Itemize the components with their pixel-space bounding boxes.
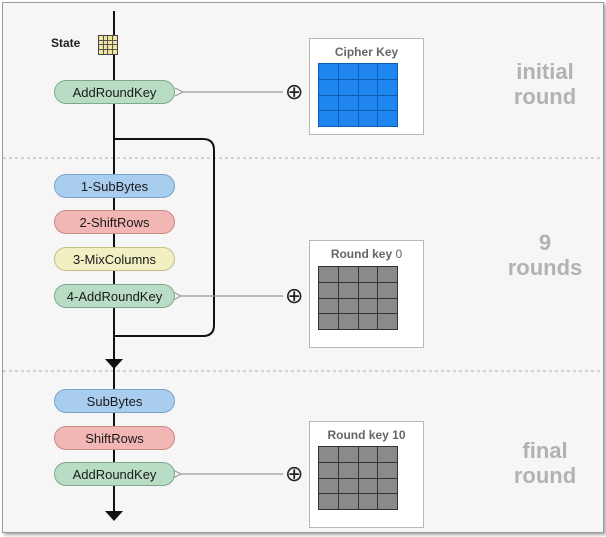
step-sub-bytes: 1-SubBytes [54,174,175,198]
round-key-0-grid [318,266,398,330]
section-label-final-line2: round [513,463,577,488]
cipher-key-box: Cipher Key [309,38,424,135]
section-label-initial-line2: round [513,84,577,109]
state-grid-icon [98,35,118,55]
loop-bracket [114,138,215,337]
step-add-round-key-initial: AddRoundKey [54,80,175,104]
section-label-final: final round [485,438,603,488]
section-label-main: 9 rounds [485,230,603,280]
cipher-key-grid [318,63,398,127]
step-shift-rows: 2-ShiftRows [54,210,175,234]
section-label-initial: initial round [485,59,603,109]
round-key-10-box: Round key 10 [309,421,424,528]
round-key-0-title: Round key 0 [330,247,403,261]
flow-arrowhead-2 [105,511,123,521]
round-key-0-box: Round key 0 [309,240,424,348]
round-key-10-title: Round key 10 [327,428,406,442]
step-mix-columns: 3-MixColumns [54,247,175,271]
section-label-initial-line1: initial [516,59,574,84]
xor-icon-main: ⊕ [285,283,304,308]
flow-arrowhead-1 [105,359,123,369]
step-shift-rows-final: ShiftRows [54,426,175,450]
step-add-round-key-main: 4-AddRoundKey [54,284,175,308]
xor-icon-initial: ⊕ [285,79,304,104]
step-sub-bytes-final: SubBytes [54,389,175,413]
section-label-main-line1: 9 [538,230,552,255]
step-add-round-key-final: AddRoundKey [54,462,175,486]
xor-icon-final: ⊕ [285,461,304,486]
section-label-final-line1: final [522,438,568,463]
round-key-10-grid [318,446,398,510]
state-label: State [51,36,81,50]
cipher-key-title: Cipher Key [334,45,399,59]
section-label-main-line2: rounds [507,255,583,280]
